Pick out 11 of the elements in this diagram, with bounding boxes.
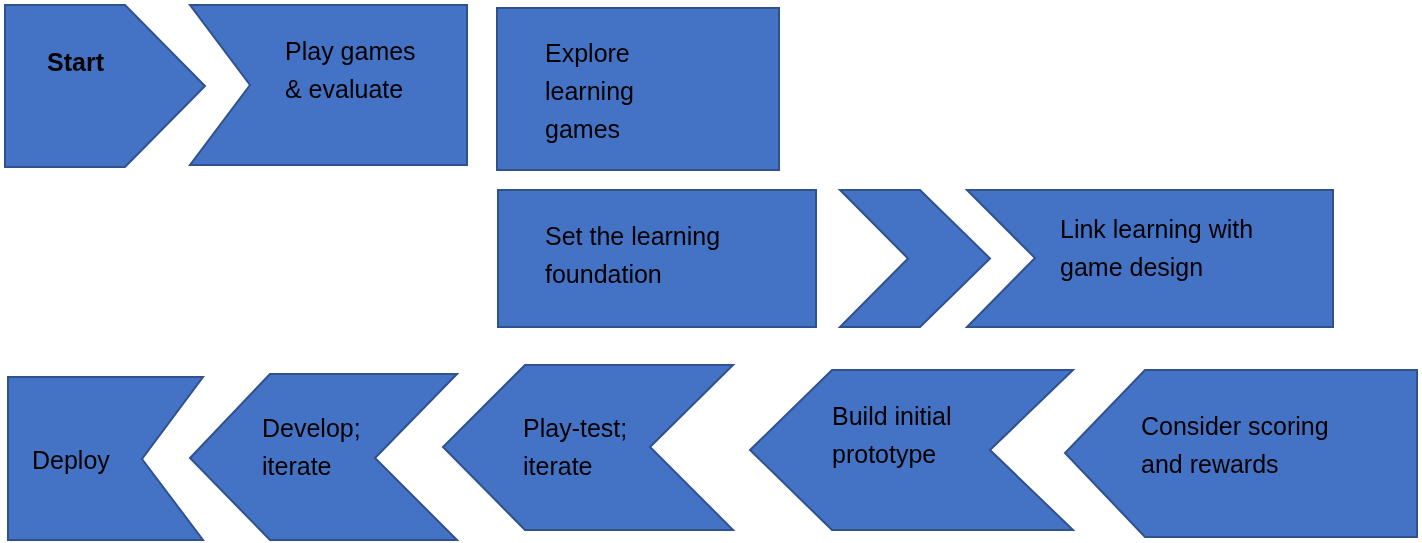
step-label: Develop; iterate [262,413,362,482]
step-label: Build initial prototype [832,401,953,470]
chevron-arrow [837,189,992,328]
step-label: Deploy [32,445,111,476]
step-label: Link learning with game design [1060,214,1255,283]
step-label: Explore learning games [545,38,635,145]
step-label: Play-test; iterate [523,413,629,482]
step-label: Play games & evaluate [285,36,417,105]
step-label: Start [47,47,105,78]
step-label: Consider scoring and rewards [1141,411,1330,480]
step-label: Set the learning foundation [545,221,722,290]
